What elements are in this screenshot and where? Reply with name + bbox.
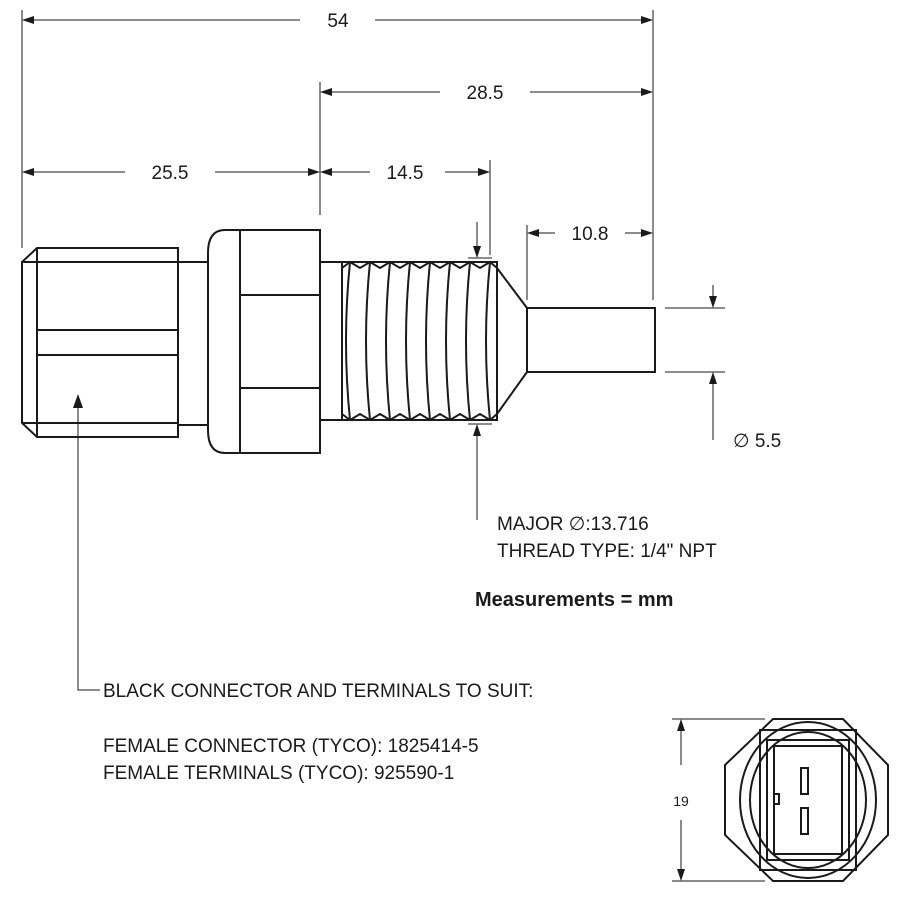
female-terminals-note: FEMALE TERMINALS (TYCO): 925590-1 xyxy=(103,763,454,784)
hex-size-label: 19 xyxy=(673,793,689,809)
units-note: Measurements = mm xyxy=(475,589,673,611)
dimension-28-5: 28.5 xyxy=(320,83,653,104)
female-connector-note: FEMALE CONNECTOR (TYCO): 1825414-5 xyxy=(103,736,479,757)
thread-type-note: THREAD TYPE: 1/4" NPT xyxy=(497,541,717,562)
dim-25-5-label: 25.5 xyxy=(152,163,189,184)
dim-overall-label: 54 xyxy=(327,11,349,32)
dim-14-5-label: 14.5 xyxy=(387,163,424,184)
connector-leader xyxy=(73,394,100,691)
thread-major-note: MAJOR ∅:13.716 xyxy=(497,514,649,535)
dimension-54: 54 xyxy=(22,11,653,32)
thread xyxy=(341,260,498,422)
dimension-10-8: 10.8 xyxy=(527,224,653,245)
connector-heading: BLACK CONNECTOR AND TERMINALS TO SUIT: xyxy=(103,681,533,702)
dimension-probe-diameter: ∅ 5.5 xyxy=(709,285,781,452)
dimension-14-5: 14.5 xyxy=(320,163,490,184)
sensor-side-view xyxy=(21,229,656,454)
sensor-end-view: 19 xyxy=(672,718,889,882)
dimension-25-5: 25.5 xyxy=(22,163,320,184)
extension-lines xyxy=(21,10,725,425)
dim-28-5-label: 28.5 xyxy=(467,83,504,104)
dim-diameter-label: ∅ 5.5 xyxy=(733,431,781,452)
dim-10-8-label: 10.8 xyxy=(572,224,609,245)
